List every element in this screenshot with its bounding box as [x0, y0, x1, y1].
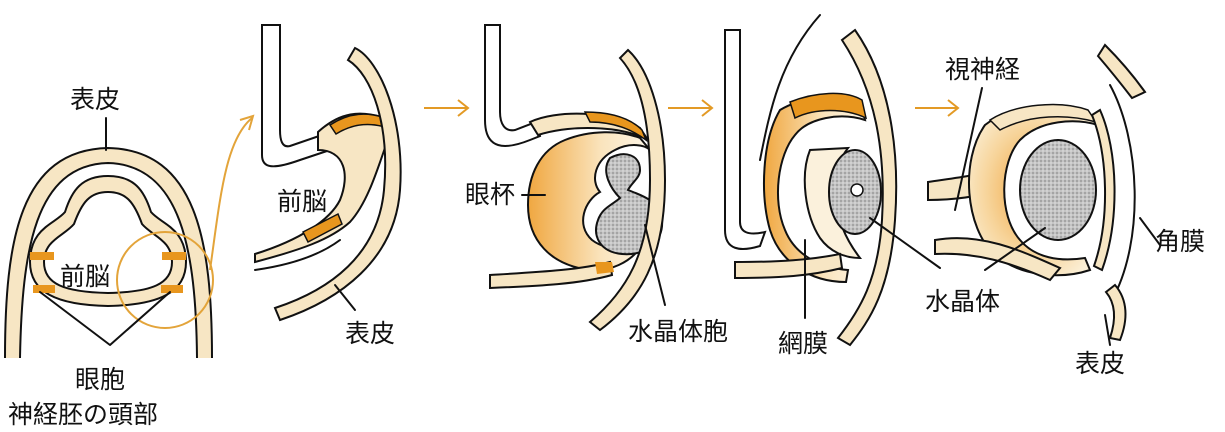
stage5-epidermis-top [1098, 45, 1145, 98]
stage2-epidermis-leader [335, 285, 355, 310]
stage1-label-optic-vesicle: 眼胞 [75, 365, 125, 394]
stage1-caption: 神経胚の頭部 [8, 400, 158, 429]
stage5-epidermis-leader [1105, 315, 1110, 345]
stage3-label-optic-cup: 眼杯 [465, 180, 515, 209]
stage2 [255, 25, 401, 320]
stage4 [725, 15, 940, 345]
arrow-1 [424, 100, 468, 116]
stage4-brain-wall [725, 30, 765, 249]
stage3-label-lens-vesicle: 水晶体胞 [628, 317, 728, 346]
stage3-lower-band [490, 262, 612, 288]
stage5-epidermis-bottom [1106, 285, 1125, 340]
stage1-head [5, 116, 253, 358]
stage1-optic-vesicle-right-bottom [161, 285, 183, 293]
stage4-label-retina: 網膜 [778, 329, 828, 358]
stage5-label-epidermis: 表皮 [1075, 349, 1125, 378]
stage1-optic-vesicle-left-top [30, 252, 54, 260]
stage5-label-optic-nerve: 視神経 [945, 55, 1020, 84]
arrow-2 [668, 100, 712, 116]
stage2-label-epidermis: 表皮 [345, 319, 395, 348]
stage1-label-epidermis: 表皮 [70, 85, 120, 114]
stage1-optic-vesicle-left-bottom [33, 285, 55, 293]
stage1-zoom-arrow [210, 118, 252, 270]
stage5-label-lens: 水晶体 [925, 287, 1000, 316]
arrow-3 [915, 100, 958, 116]
stage5-label-cornea: 角膜 [1155, 227, 1205, 256]
stage1-optic-vesicle-right-top [162, 252, 186, 260]
stage2-epidermis [275, 48, 401, 320]
stage3 [485, 25, 665, 330]
stage3-brain-wall [485, 25, 540, 146]
stage5-lens [1020, 140, 1096, 240]
stage4-lens-cavity [851, 184, 863, 196]
stage3-lower-accent [595, 262, 614, 274]
stage2-label-forebrain: 前脳 [277, 187, 327, 216]
stage1-label-forebrain: 前脳 [60, 262, 110, 291]
stage5-lower-lid [935, 238, 1060, 280]
